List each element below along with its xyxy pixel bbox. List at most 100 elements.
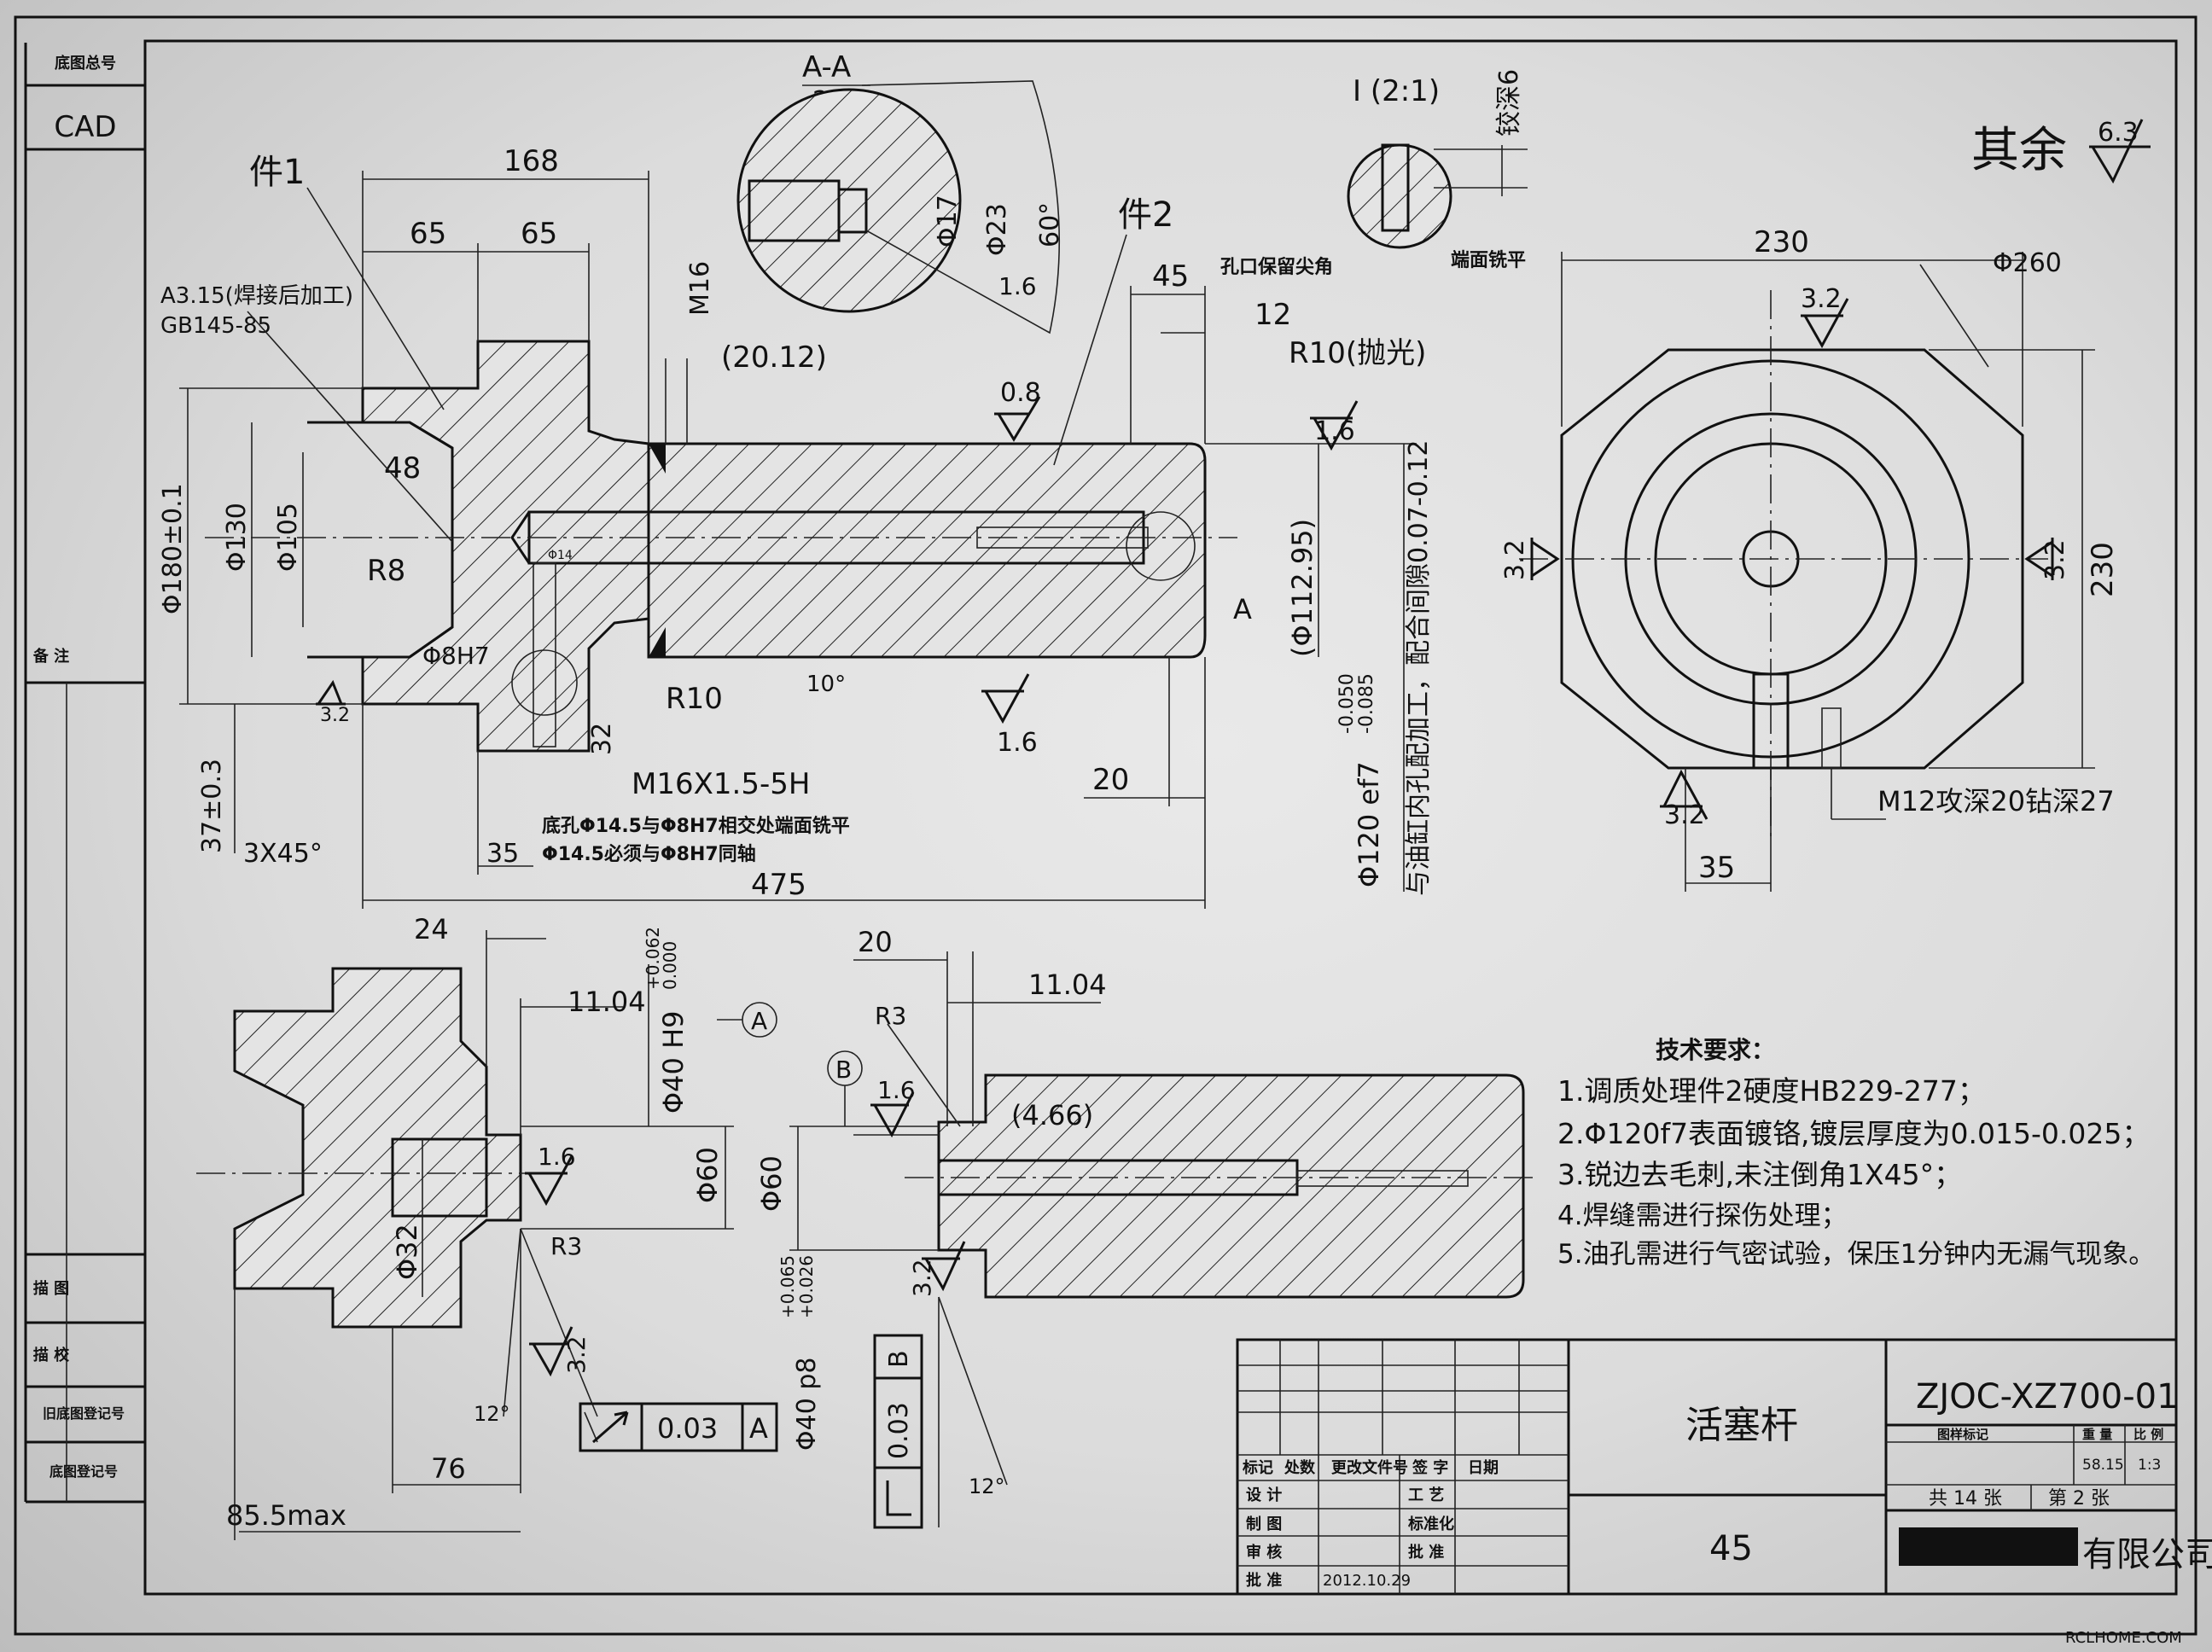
dim-phi130: Φ130 (222, 503, 252, 572)
title-block: 标记 处数 更改文件号 签 字 日期 设 计 制 图 审 核 批 准 工 艺 标… (1236, 1338, 2212, 1596)
section-aa-title: A-A (802, 50, 851, 84)
sidebar: 底图总号 CAD 备 注 描 图 描 校 旧底图登记号 底图登记号 (24, 43, 145, 1504)
detail1-d11: 11.04 (568, 986, 646, 1018)
detail2-ra16: 1.6 (877, 1076, 916, 1104)
note-hole-1: 底孔Φ14.5与Φ8H7相交处端面铣平 (542, 815, 850, 837)
part2-label: 件2 (1118, 195, 1173, 235)
tb-h-sign: 签 字 (1412, 1458, 1448, 1477)
tb-h-date: 日期 (1468, 1459, 1499, 1477)
dim-m16: M16X1.5-5H (632, 767, 810, 801)
detail2-ra32: 3.2 (908, 1259, 936, 1297)
dim-475: 475 (751, 868, 806, 902)
end-ra-bottom-icon (1660, 769, 1708, 820)
dim-phi8h7: Φ8H7 (422, 642, 490, 670)
tb-material: 45 (1709, 1529, 1753, 1568)
detail-i: I (2:1) 铰深6 孔口保留尖角 端面铣平 (1220, 69, 1528, 278)
dim-168: 168 (504, 144, 559, 178)
section-aa-angle: 60° (1035, 202, 1065, 247)
dim-phi120-tol-dn: -0.085 (1356, 673, 1377, 734)
ra-1-6a: 1.6 (1314, 416, 1355, 446)
detail1-h9-dn: 0.000 (660, 941, 680, 990)
detail2-datum-b: B (835, 1056, 852, 1084)
part1-bore-outline (307, 421, 454, 659)
detail-a-circle (1126, 511, 1196, 581)
end-view: 230 Φ260 3.2 3.2 3.2 230 3.2 35 M12攻深20钻… (1500, 225, 2120, 892)
detail2-d11: 11.04 (1028, 969, 1107, 1001)
ra-1-6b: 1.6 (997, 728, 1038, 758)
part1-section (361, 340, 650, 753)
tb-scale-h: 比 例 (2133, 1427, 2163, 1442)
end-view-ra-bottom: 3.2 (1664, 800, 1705, 830)
dim-phi120-tol-up: -0.050 (1336, 673, 1358, 734)
dim-3x45: 3X45° (243, 839, 323, 869)
section-aa-ra: 1.6 (998, 272, 1037, 300)
end-ra-top-icon (1801, 298, 1849, 349)
perpendicularity-icon (886, 1480, 911, 1516)
inner-frame (143, 39, 2178, 1596)
weld-bead-top-icon (649, 444, 666, 474)
dim-phi112: (Φ112.95) (1286, 519, 1318, 657)
tb-h-count: 处数 (1284, 1458, 1316, 1477)
tb-company: 有限公司 (2082, 1535, 2212, 1574)
dim-65b: 65 (521, 217, 557, 251)
tb-draw: 制 图 (1246, 1515, 1282, 1533)
detail2-p8-dn: +0.026 (796, 1255, 817, 1318)
tb-h-mark: 标记 (1242, 1458, 1273, 1477)
dim-r10-polish: R10(抛光) (1289, 336, 1426, 370)
detail2-d20: 20 (858, 926, 893, 958)
center-hole-std: GB145-85 (160, 313, 271, 339)
section-aa-circle (736, 88, 962, 313)
detail1-d85: 85.5max (226, 1499, 346, 1532)
weld-bead-bottom-icon (649, 627, 666, 657)
dim-32: 32 (587, 723, 617, 755)
end-view-outline (1560, 348, 2024, 770)
section-aa-phi17: Φ17 (933, 195, 963, 247)
end-view-ra-right: 3.2 (2040, 539, 2070, 580)
tb-approve: 批 准 (1246, 1571, 1282, 1590)
roughness-symbol-icon (2089, 119, 2151, 184)
dim-37: 37±0.3 (197, 759, 227, 853)
dim-12: 12 (1254, 298, 1291, 332)
end-view-ra-left: 3.2 (1500, 539, 1530, 580)
tech-req-item-4: 4.焊缝需进行探伤处理； (1557, 1201, 1848, 1231)
tech-req-item-1: 1.调质处理件2硬度HB229-277； (1557, 1074, 1986, 1108)
tb-weight-h: 重 量 (2082, 1427, 2112, 1442)
tb-std: 标准化 (1407, 1515, 1454, 1533)
detail-i-note2: 端面铣平 (1451, 250, 1526, 271)
datum-a-icon (742, 1002, 777, 1038)
detail2-phi60: Φ60 (755, 1155, 788, 1212)
detail1-d76: 76 (431, 1452, 466, 1485)
end-view-m12: M12攻深20钻深27 (1877, 785, 2115, 817)
end-view-ra-top: 3.2 (1801, 284, 1842, 314)
end-view-230: 230 (1754, 225, 1809, 259)
fit-note: 与油缸内孔配加工，配合间隙0.07-0.12 (1404, 440, 1434, 896)
tb-stage: 图样标记 (1937, 1427, 1988, 1442)
outer-frame (14, 15, 2197, 1636)
tb-date: 2012.10.29 (1323, 1572, 1411, 1590)
runout-arrow-icon (592, 1411, 629, 1444)
dim-20: 20 (1092, 763, 1129, 797)
default-roughness: 其余 6.3 (1971, 118, 2151, 184)
dim-r8: R8 (367, 554, 405, 588)
detail2-tolerance-frame (873, 1334, 923, 1529)
dim-phi105: Φ105 (273, 503, 303, 572)
ra-3-2-icon (316, 679, 346, 706)
angle-10: 10° (806, 672, 846, 697)
detail-i-circle-view (1347, 143, 1452, 249)
end-view-35: 35 (1698, 851, 1735, 885)
detail1-phi32: Φ32 (391, 1224, 423, 1280)
detail-part1-section (233, 967, 522, 1329)
end-ra-right-icon (2024, 538, 2054, 580)
dim-45: 45 (1152, 259, 1189, 294)
detail-i-circle (511, 649, 578, 716)
section-aa-angle-arc (861, 80, 1061, 334)
watermark: RCLHOME.COM (2065, 1629, 2182, 1647)
detail2-angle12: 12° (969, 1475, 1005, 1498)
section-aa: A-A 2:1 M16 Φ17 Φ23 60° 1.6 (685, 50, 1065, 334)
dim-r10: R10 (666, 682, 723, 716)
sidebar-base-no-label: 底图登记号 (49, 1463, 118, 1480)
note-hole-2: Φ14.5必须与Φ8H7同轴 (542, 843, 756, 865)
tb-h-doc: 更改文件号 (1331, 1458, 1408, 1477)
center-hole-note: A3.15(焊接后加工) (160, 283, 353, 309)
